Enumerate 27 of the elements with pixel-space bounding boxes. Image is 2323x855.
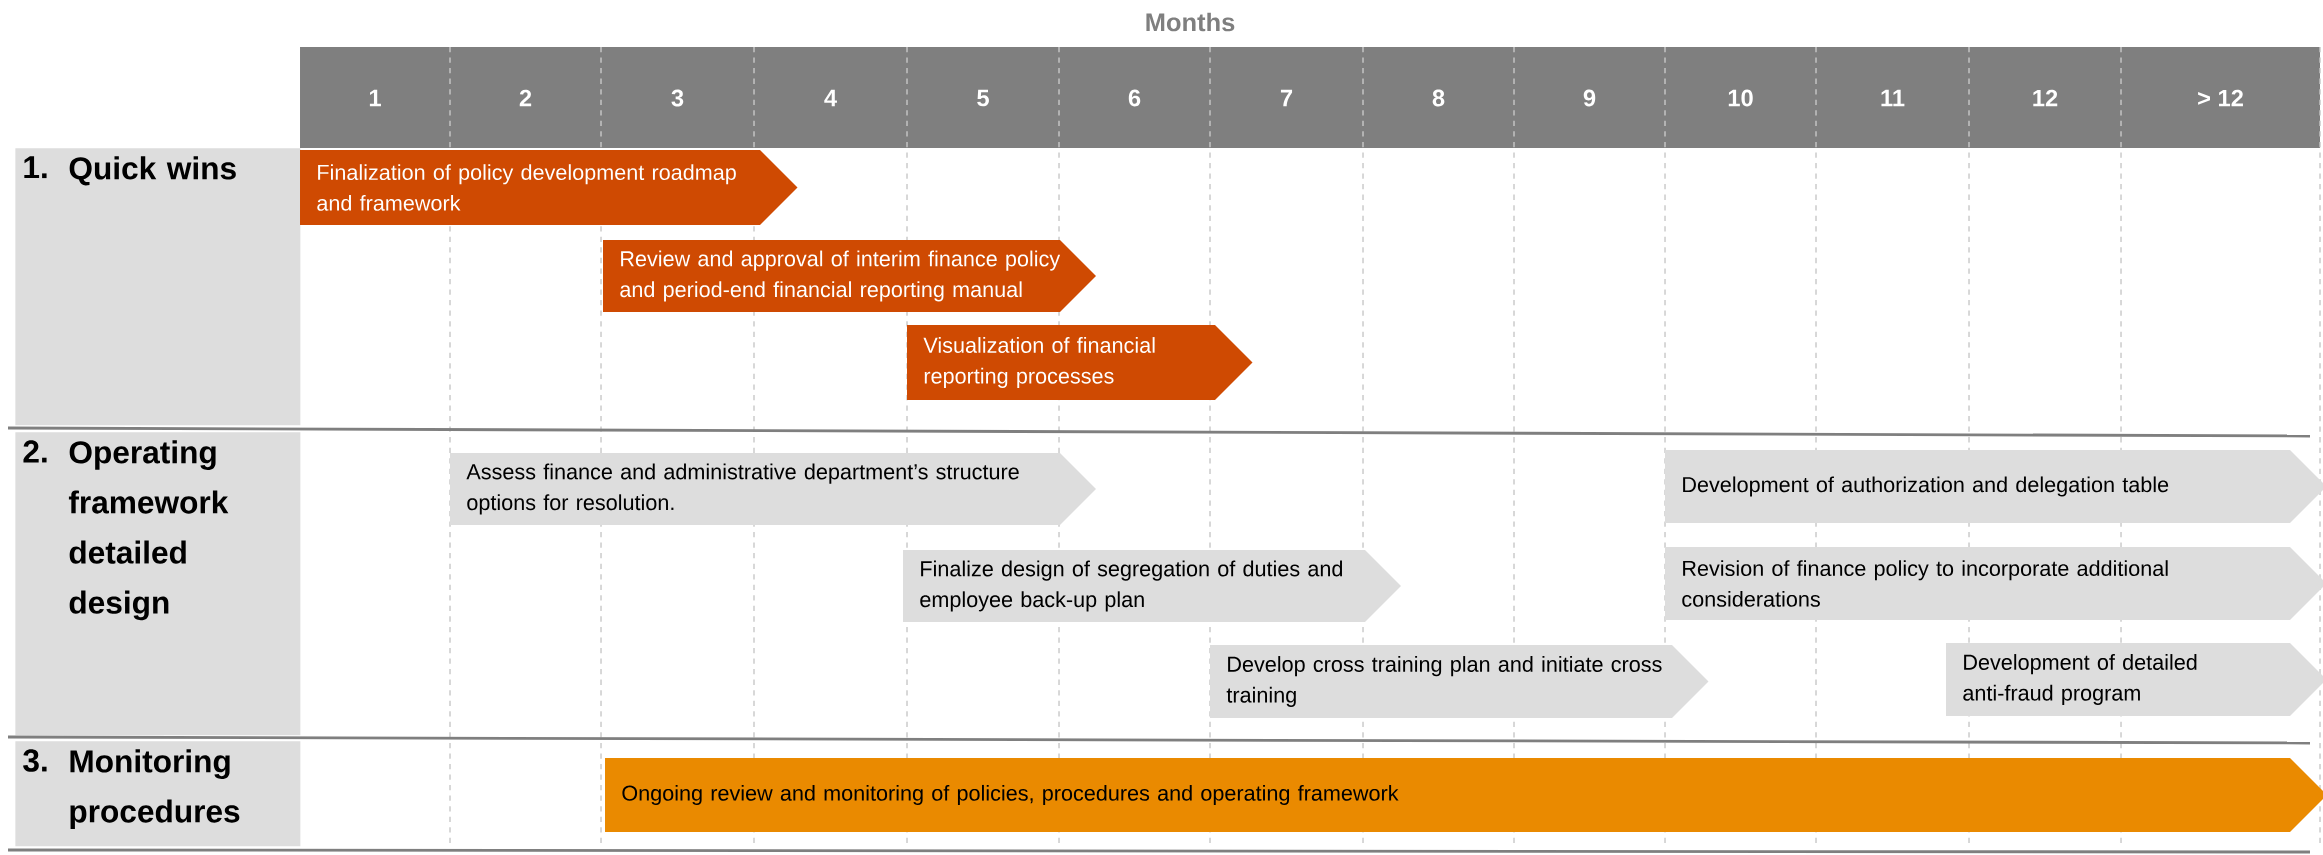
month-number: 5 — [977, 89, 989, 107]
month-number: 4 — [824, 89, 837, 107]
month-number: 11 — [1881, 89, 1905, 107]
month-number: 8 — [1432, 89, 1445, 107]
month-number: 6 — [1128, 89, 1141, 107]
month-number: 3 — [671, 89, 684, 107]
month-number: 9 — [1583, 89, 1596, 107]
month-number: 10 — [1728, 89, 1753, 107]
month-number: > 12 — [2198, 89, 2243, 107]
month-number: 12 — [2033, 89, 2058, 107]
month-number: 7 — [1280, 89, 1293, 107]
chevron-bar: Revision of finance policy to incorporate additional considerations — [1665, 547, 2323, 620]
chevron-bar: Development of detailed anti-fraud program — [1946, 643, 2323, 716]
month-number: 2 — [519, 89, 532, 107]
chevron-bar: Finalization of policy development roadmap and framework — [300, 150, 798, 225]
chevron-bar: Ongoing review and monitoring of policies, procedures and operating framework — [605, 758, 2323, 832]
month-number: 1 — [369, 89, 381, 107]
chevron-bar: Assess finance and administrative department’s structure options for resolution. — [450, 453, 1096, 525]
axis-title: Months — [1146, 12, 1235, 32]
chevron-bar: Finalize design of segregation of duties and employee back-up plan — [903, 550, 1401, 622]
chevron-bar: Develop cross training plan and initiate cross training — [1210, 645, 1709, 718]
category-box: 1. Quick wins — [15, 148, 301, 426]
chevron-bar: Development of authorization and delegation table — [1665, 450, 2323, 523]
category-box: 3. Monitoring procedures — [15, 741, 301, 847]
category-box: 2. Operating framework detailed design — [15, 432, 301, 736]
chevron-bar: Visualization of financial reporting processes — [907, 325, 1253, 400]
chevron-bar: Review and approval of interim finance policy and period-end financial reporting manual — [603, 240, 1096, 312]
